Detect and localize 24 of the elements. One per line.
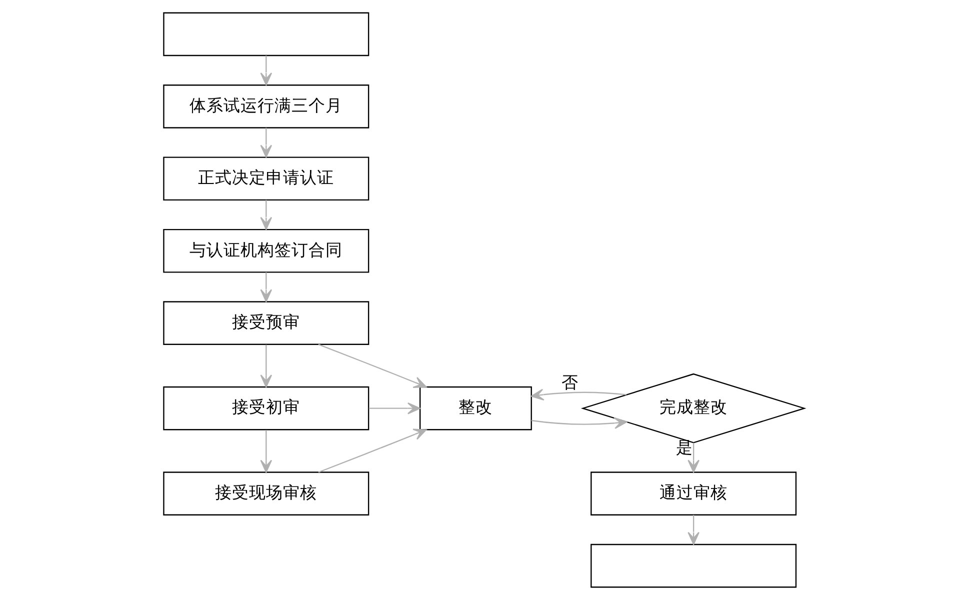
node-box: 体系试运行满三个月: [163, 84, 370, 128]
node-box: 接受预审: [163, 301, 370, 345]
node-box: 接受初审: [163, 386, 370, 430]
node-box: [590, 544, 797, 588]
arrow: [260, 430, 272, 473]
arrow: [688, 442, 700, 473]
arrow: [688, 514, 700, 545]
arrow: [260, 128, 272, 158]
arrow: [260, 200, 272, 230]
arrow: [260, 56, 272, 86]
node-box: 正式决定申请认证: [163, 156, 370, 201]
arrow: [260, 344, 272, 388]
arrow: [318, 428, 427, 473]
node-box: [163, 12, 370, 56]
arrow: [531, 417, 628, 429]
edge-label: 否: [562, 372, 579, 392]
arrow: [260, 272, 272, 302]
arrow: [368, 402, 420, 414]
arrow: [318, 344, 427, 388]
node-box: 整改: [419, 386, 532, 430]
node-box: 接受现场审核: [163, 472, 370, 516]
arrow: [530, 388, 626, 401]
node-box: 与认证机构签订合同: [163, 228, 370, 273]
node-box: 通过审核: [590, 472, 797, 516]
